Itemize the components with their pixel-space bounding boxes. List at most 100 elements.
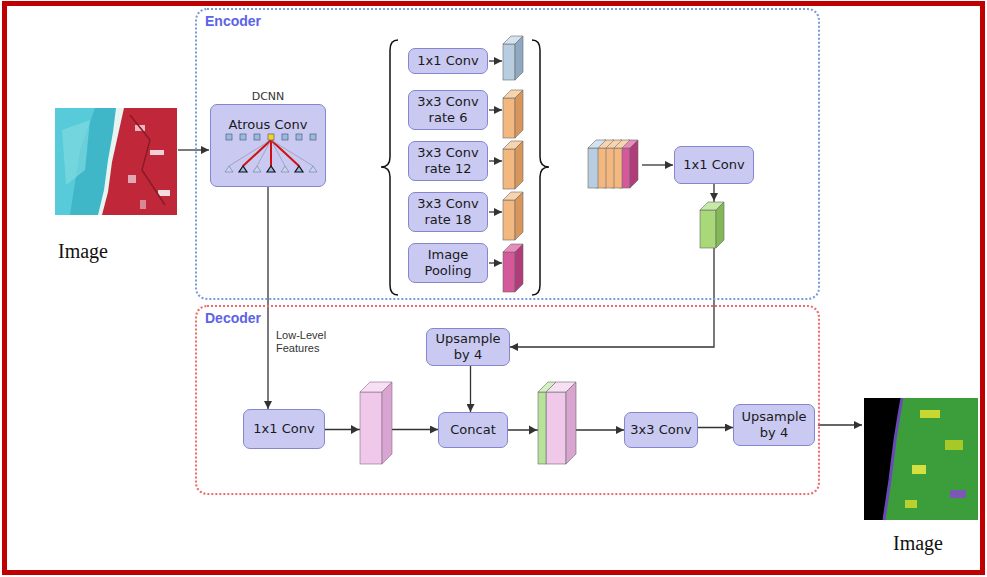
output-unit <box>254 134 260 140</box>
flow-arrow <box>489 262 502 263</box>
feature-map <box>515 192 523 240</box>
region-title: Decoder <box>205 310 826 326</box>
feature-map <box>515 90 523 138</box>
feature-map <box>360 392 382 464</box>
feature-map <box>700 210 716 248</box>
concatenated-feature-maps <box>588 140 638 188</box>
conv-box: 1x1 Conv <box>674 146 754 184</box>
box-label: Image Pooling <box>414 247 482 278</box>
upsample-box: Upsample by 4 <box>733 404 815 446</box>
atrous-conv-box: 3x3 Conv rate 18 <box>408 192 488 232</box>
feature-map <box>546 392 566 464</box>
land-class-patch <box>905 500 917 508</box>
feature-map <box>503 149 515 189</box>
right-brace <box>532 40 549 295</box>
input-satellite-image <box>55 108 177 215</box>
flow-arrow <box>489 160 502 161</box>
concat-feature-maps <box>538 382 576 464</box>
box-label: 1x1 Conv <box>253 421 314 437</box>
concat-box: Concat <box>438 412 508 448</box>
region-title: Encoder <box>205 13 826 29</box>
feature-map <box>630 140 638 188</box>
box-label: 3x3 Conv <box>630 422 691 438</box>
backbone-heading: DCNN <box>210 90 326 104</box>
land-patch <box>150 150 164 155</box>
atrous-conv-box: 3x3 Conv rate 12 <box>408 141 488 181</box>
input-unit <box>253 166 261 172</box>
land-class-patch <box>912 465 926 474</box>
input-unit <box>225 166 233 172</box>
land-class-patch <box>920 410 940 418</box>
encoder-output-feature-map <box>700 202 724 248</box>
box-label: 1x1 Conv <box>417 53 478 69</box>
flow-arrow <box>642 164 673 165</box>
feature-map <box>503 200 515 240</box>
outer-frame <box>5 4 983 573</box>
receptive-line <box>229 140 271 166</box>
box-label: 1x1 Conv <box>683 157 744 173</box>
atrous-conv-illustration <box>218 132 318 174</box>
backbone-node: DCNN Atrous Conv <box>210 90 326 187</box>
feature-map <box>538 382 556 392</box>
flow-connector <box>698 427 733 428</box>
low-level-feature-map <box>360 382 392 464</box>
receptive-line <box>271 140 299 166</box>
feature-map <box>503 98 515 138</box>
box-label: Concat <box>450 422 495 438</box>
box-label: Atrous Conv <box>229 117 308 133</box>
land-river <box>130 115 165 205</box>
arrow-head <box>351 425 359 434</box>
upsample-box: Upsample by 4 <box>426 328 510 366</box>
land-patch <box>128 175 136 183</box>
flow-arrows <box>178 61 862 425</box>
image-label: Image <box>893 532 943 555</box>
input-unit <box>295 166 303 172</box>
box-label: Upsample by 4 <box>432 331 504 362</box>
receptive-line <box>243 140 271 166</box>
feature-map <box>503 252 515 292</box>
flow-arrow <box>178 149 209 150</box>
aspp-feature-maps <box>503 36 523 292</box>
flow-arrow <box>489 60 502 61</box>
feature-map <box>503 44 515 80</box>
feature-map <box>382 382 392 464</box>
encoder-region: EncoderDCNNAtrous Conv1x1 Conv3x3 Conv r… <box>195 8 820 300</box>
output-unit <box>226 134 232 140</box>
arrow-head <box>529 426 537 435</box>
output-unit <box>282 134 288 140</box>
box-label: 3x3 Conv rate 6 <box>414 94 482 125</box>
flow-arrow <box>818 424 862 425</box>
sea <box>55 108 177 215</box>
feature-map <box>538 392 546 464</box>
flow-arrow <box>489 211 502 212</box>
land-patch <box>158 190 170 196</box>
receptive-line <box>257 140 271 166</box>
left-brace <box>381 40 398 295</box>
output-unit <box>310 134 316 140</box>
background-class <box>864 398 978 520</box>
land-class-patch <box>950 490 966 498</box>
feature-map <box>566 382 576 464</box>
input-unit <box>239 166 247 172</box>
flow-connector <box>470 366 471 412</box>
sea-shallow <box>55 108 95 215</box>
image-label: Image <box>58 240 108 263</box>
input-unit <box>309 166 317 172</box>
input-unit <box>281 166 289 172</box>
edge-label: Low-Level Features <box>275 329 347 355</box>
conv-box: 3x3 Conv <box>624 412 698 448</box>
pooling-box: Image Pooling <box>408 243 488 283</box>
feature-map <box>515 141 523 189</box>
receptive-line <box>270 140 272 166</box>
box-label: 3x3 Conv rate 18 <box>414 196 482 227</box>
land-class <box>884 398 978 520</box>
receptive-line <box>271 140 313 166</box>
output-unit <box>240 134 246 140</box>
box-label: Upsample by 4 <box>739 409 809 440</box>
land-patch <box>140 200 146 209</box>
input-unit <box>267 166 275 172</box>
output-unit <box>296 134 302 140</box>
